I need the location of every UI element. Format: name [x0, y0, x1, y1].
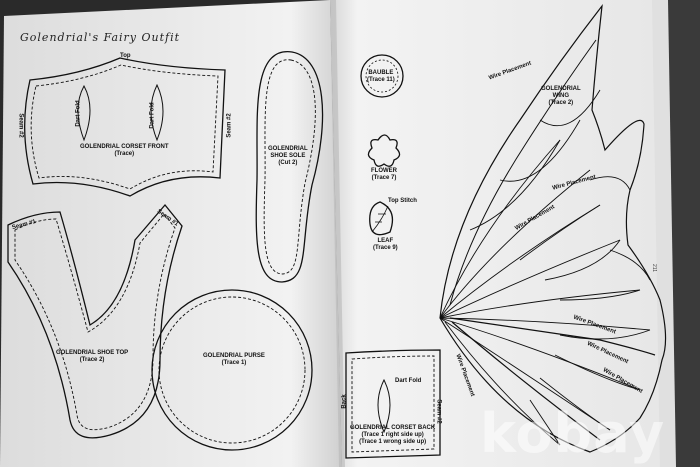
- corset-back-outline: [345, 349, 441, 459]
- shoe-sole-name-1: GOLENDRIAL: [268, 146, 308, 152]
- wing-name-1: GOLENDRIAL: [541, 86, 581, 92]
- corset-back-label: GOLENDRIAL CORSET BACK (Trace 1 right si…: [350, 425, 435, 446]
- dart-fold-label-2: Dart Fold: [149, 102, 156, 129]
- bauble-label: BAUBLE (Trace 11): [367, 70, 395, 84]
- dart-left: [77, 84, 91, 142]
- pattern-outlines: [7, 51, 441, 459]
- dart-right: [150, 83, 164, 142]
- corset-front-name: GOLENDRIAL CORSET FRONT: [80, 144, 169, 150]
- corset-front-seam-right-label: Seam #2: [226, 113, 233, 138]
- shoe-sole-name-2: SHOE SOLE: [270, 153, 306, 159]
- leaf-outline: [369, 201, 394, 236]
- corset-back-dart-label: Dart Fold: [395, 378, 422, 384]
- wing-outline: [439, 3, 667, 453]
- corset-back-seam-label: Seam #2: [435, 399, 442, 424]
- bauble-outline: [360, 54, 404, 98]
- shoe-sole-instruction: (Cut 2): [278, 160, 298, 166]
- leaf-instruction: (Trace 9): [373, 245, 398, 251]
- shoe-top-label: GOLENDRIAL SHOE TOP (Trace 2): [56, 350, 128, 364]
- corset-front-outline: [24, 57, 226, 197]
- shoe-top-name: GOLENDRIAL SHOE TOP: [56, 350, 129, 356]
- bauble-instruction: (Trace 11): [367, 77, 395, 83]
- kobay-watermark: kobay: [480, 402, 666, 465]
- dart-fold-label-1: Dart Fold: [75, 100, 82, 127]
- corset-front-instruction: (Trace): [114, 151, 135, 157]
- purse-label: GOLENDRIAL PURSE (Trace 1): [203, 353, 265, 367]
- flower-label: FLOWER (Trace 7): [371, 168, 397, 182]
- wing-name-2: WING: [552, 93, 569, 99]
- shoe-top-instruction: (Trace 2): [79, 357, 105, 363]
- leaf-name: LEAF: [377, 238, 394, 244]
- page-number: 211: [650, 264, 657, 272]
- corset-back-name: GOLENDRIAL CORSET BACK: [350, 425, 436, 431]
- corset-front-label: GOLENDRIAL CORSET FRONT (Trace): [80, 144, 169, 158]
- corset-back-seam: [351, 355, 435, 453]
- shoe-sole-outline: [255, 51, 324, 283]
- corset-front-top-label: Top: [120, 53, 131, 59]
- wing-inner-rim-2: [449, 317, 656, 356]
- gutter-shadow: [330, 0, 345, 467]
- wing-veins: [439, 89, 651, 446]
- shoe-sole-label: GOLENDRIAL SHOE SOLE (Cut 2): [268, 146, 308, 167]
- wing-label: GOLENDRIAL WING (Trace 2): [541, 86, 581, 107]
- bauble-name: BAUBLE: [368, 70, 394, 76]
- leaf-vein: [371, 205, 389, 233]
- purse-seam: [158, 296, 306, 444]
- corset-back-instruction-1: (Trace 1 right side up): [361, 432, 424, 438]
- wing-drawing: [439, 3, 667, 453]
- bauble-seam: [365, 59, 399, 93]
- wing-inner-rim-3: [451, 321, 601, 441]
- corset-back-back-label: Back: [341, 394, 348, 409]
- shoe-top-outline: [7, 203, 183, 439]
- purse-name: GOLENDRIAL PURSE: [203, 353, 265, 359]
- right-page-edge: [652, 0, 676, 467]
- leaf-top-stitch-label: Top Stitch: [388, 198, 417, 204]
- wing-inner-rim: [449, 39, 597, 306]
- flower-instruction: (Trace 7): [371, 175, 397, 181]
- left-page: [0, 0, 342, 467]
- purse-outline: [151, 289, 313, 451]
- corset-back-dart: [377, 378, 391, 434]
- shoe-top-seam: [14, 213, 176, 431]
- book-title: Golendrial's Fairy Outfit: [20, 31, 181, 44]
- flower-name: FLOWER: [371, 168, 397, 174]
- leaf-label: LEAF (Trace 9): [373, 238, 398, 252]
- corset-front-seam: [30, 64, 219, 190]
- purse-instruction: (Trace 1): [221, 360, 247, 366]
- wing-instruction: (Trace 2): [548, 100, 574, 106]
- corset-back-instruction-2: (Trace 1 wrong side up): [359, 439, 427, 445]
- shoe-sole-seam: [263, 59, 316, 275]
- flower-outline: [367, 134, 401, 167]
- corset-front-seam-left-label: Seam #2: [17, 113, 24, 138]
